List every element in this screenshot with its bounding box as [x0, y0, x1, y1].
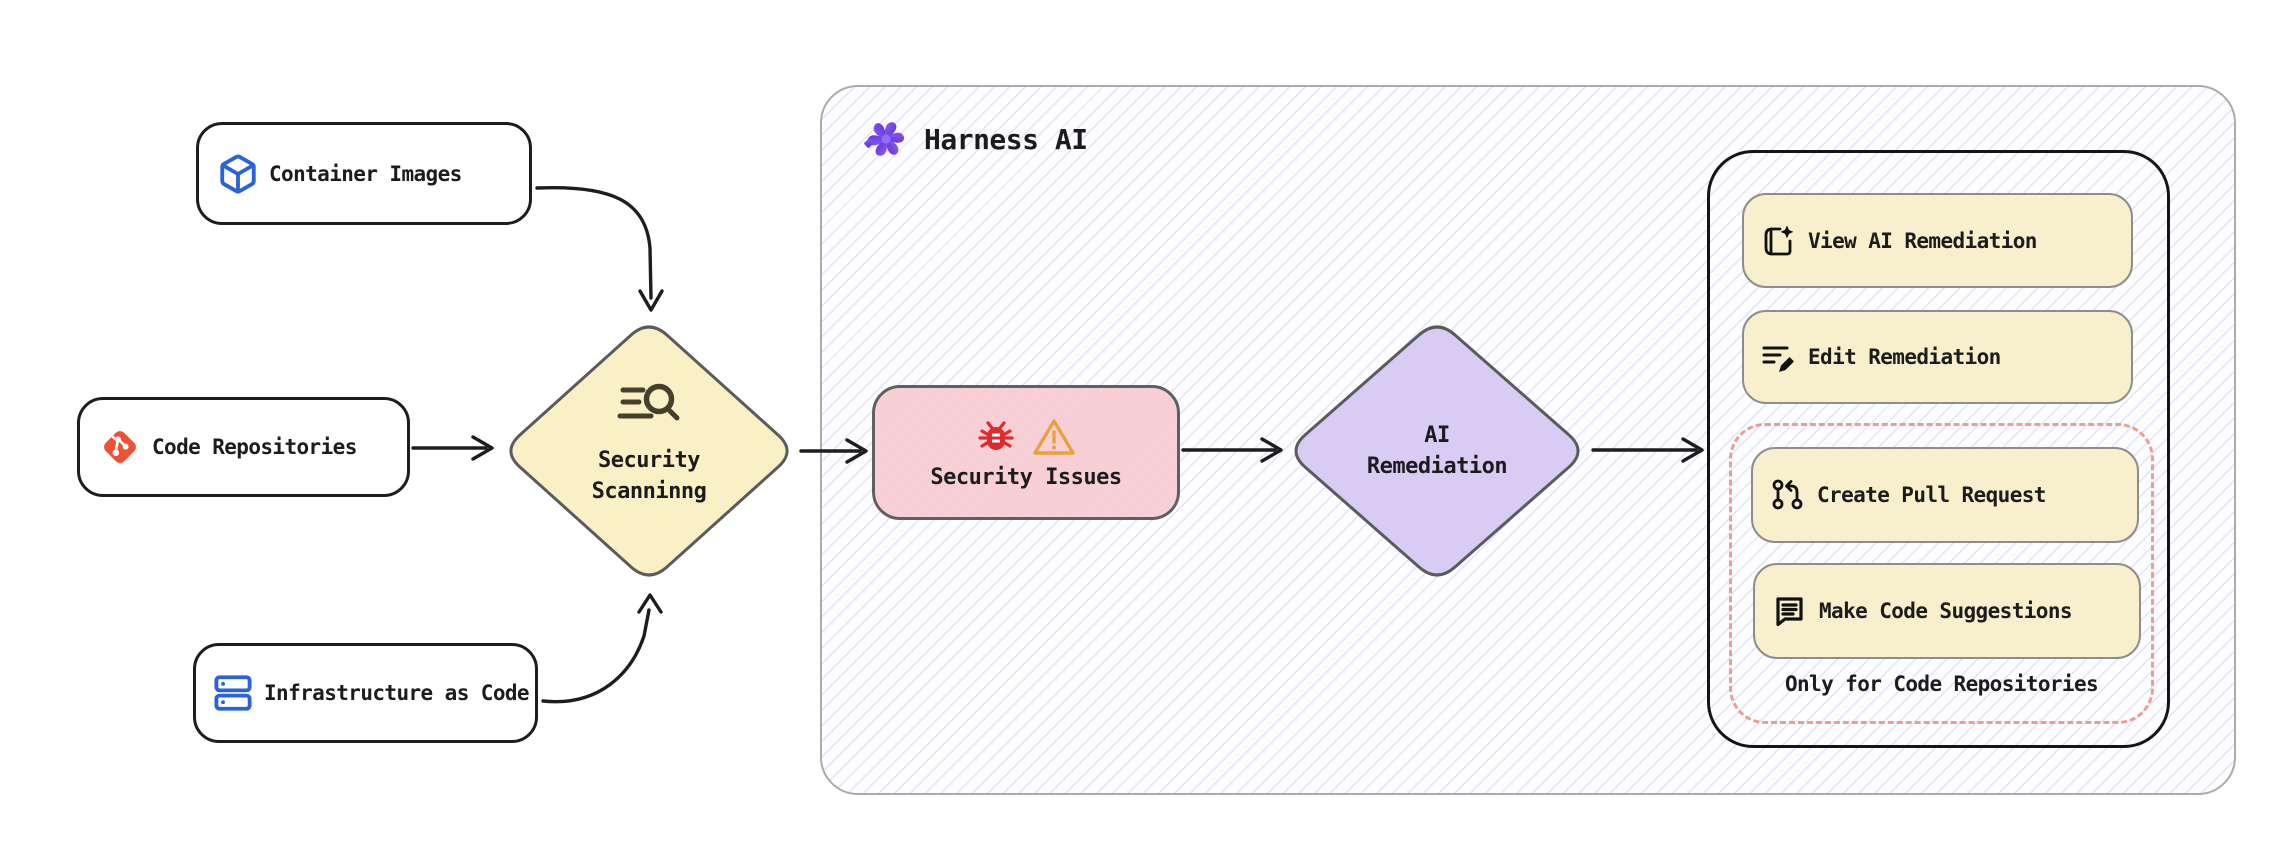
node-ai-remediation: AI Remediation: [1283, 315, 1591, 587]
node-security-scanning: Security Scanninng: [498, 315, 800, 587]
journal-sparkle-icon: [1764, 225, 1794, 255]
issues-label: Security Issues: [930, 464, 1122, 490]
code-repositories-only-group: Create Pull Request Make Code Suggestion…: [1729, 423, 2154, 724]
remediation-actions-panel: View AI Remediation Edit Remediation: [1707, 150, 2170, 748]
node-container-images: Container Images: [196, 122, 532, 225]
create-pull-request-button: Create Pull Request: [1751, 447, 2139, 543]
warning-icon: [1033, 418, 1075, 455]
node-infrastructure-as-code: Infrastructure as Code: [193, 643, 538, 743]
issues-icons: [975, 416, 1077, 458]
harness-ai-header: Harness AI: [862, 115, 1088, 163]
node-code-repositories: Code Repositories: [77, 397, 410, 497]
node-label: Container Images: [269, 161, 462, 186]
make-code-suggestions-button: Make Code Suggestions: [1753, 563, 2141, 659]
button-label: Make Code Suggestions: [1819, 599, 2073, 623]
remediation-label-line1: AI: [1424, 423, 1450, 448]
search-list-icon: [617, 383, 680, 421]
list-pencil-icon: [1762, 346, 1794, 372]
diamond-shape: [509, 325, 789, 577]
bug-icon: [978, 420, 1014, 450]
scanning-label-line2: Scanninng: [591, 479, 707, 504]
scanning-label-line1: Security: [598, 448, 700, 473]
node-security-issues: Security Issues: [872, 385, 1180, 520]
view-ai-remediation-button: View AI Remediation: [1742, 193, 2133, 288]
cube-icon: [220, 154, 256, 194]
harness-ai-logo-icon: [864, 122, 905, 156]
diamond-shape: [1294, 325, 1580, 577]
harness-ai-title: Harness AI: [924, 122, 1088, 156]
remediation-label-line2: Remediation: [1366, 454, 1508, 479]
node-label: Code Repositories: [152, 435, 357, 459]
button-label: Edit Remediation: [1808, 345, 2001, 369]
group-note: Only for Code Repositories: [1784, 672, 2099, 696]
edit-remediation-button: Edit Remediation: [1742, 310, 2133, 404]
pull-request-icon: [1772, 479, 1803, 510]
server-icon: [214, 675, 252, 711]
git-icon: [104, 431, 136, 463]
button-label: Create Pull Request: [1817, 483, 2046, 507]
button-label: View AI Remediation: [1808, 228, 2037, 253]
chat-lines-icon: [1776, 597, 1803, 627]
node-label: Infrastructure as Code: [264, 681, 530, 705]
